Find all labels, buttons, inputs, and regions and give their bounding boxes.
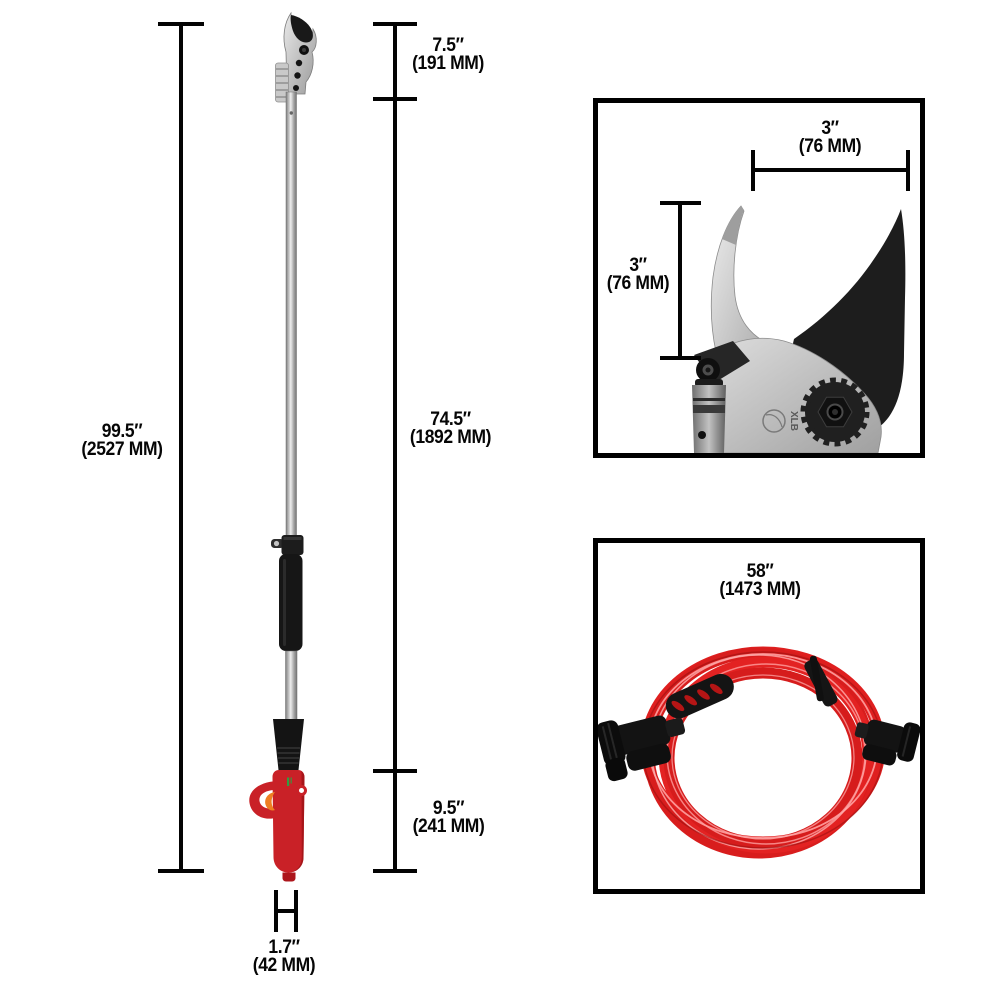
lower-length-in: 9.5″ (432, 798, 465, 819)
cut-height-in: 3″ (629, 255, 647, 276)
overall-length-in: 99.5″ (101, 421, 143, 442)
pole-length-label: 74.5″ (1892 MM) (393, 409, 508, 448)
handle-collar (273, 719, 304, 770)
handle-width-mm: (42 MM) (252, 954, 316, 976)
pole-clamp (271, 535, 304, 555)
cable-illustration (598, 646, 920, 859)
pruner-blade (290, 15, 313, 43)
cut-height-label: 3″ (76 MM) (597, 255, 680, 294)
handle-width-in: 1.7″ (268, 937, 300, 958)
overall-length-mm: (2527 MM) (81, 438, 163, 460)
head-length-in: 7.5″ (432, 35, 464, 56)
head-length-label: 7.5″ (191 MM) (404, 35, 492, 74)
cable-tie (804, 655, 838, 707)
pole-length-mm: (1892 MM) (409, 426, 492, 448)
blade-closeup-illustration: XLB (660, 150, 910, 453)
cable-connector-left (598, 715, 686, 782)
trigger-handle (249, 770, 307, 882)
strain-relief-boot (665, 673, 734, 719)
blade-engraving: XLB (788, 411, 799, 431)
hang-loop (296, 785, 307, 796)
overall-length-label: 99.5″ (2527 MM) (62, 421, 182, 460)
blade-dimension-lines (660, 150, 910, 360)
cable-length-label: 58″ (1473 MM) (705, 561, 815, 600)
foam-grip (279, 554, 303, 651)
handle-logo (287, 777, 290, 786)
blade-gear (800, 377, 870, 447)
lower-length-mm: (241 MM) (412, 815, 485, 837)
cut-width-mm: (76 MM) (798, 135, 862, 157)
handle-width-label: 1.7″ (42 MM) (238, 937, 330, 976)
cable-coil (640, 646, 886, 859)
cut-width-in: 3″ (821, 118, 839, 139)
head-length-mm: (191 MM) (412, 52, 484, 74)
trigger (265, 792, 275, 811)
cable-length-in: 58″ (746, 561, 774, 582)
cut-width-label: 3″ (76 MM) (775, 118, 885, 157)
brand-stamp (762, 409, 786, 433)
cut-height-mm: (76 MM) (606, 272, 670, 294)
pole-length-in: 74.5″ (430, 409, 471, 430)
cable-length-mm: (1473 MM) (719, 578, 801, 600)
cable-connector-right (854, 719, 920, 766)
pivot-joint (692, 341, 750, 453)
pruner-head (275, 11, 317, 103)
lower-length-label: 9.5″ (241 MM) (400, 798, 497, 837)
